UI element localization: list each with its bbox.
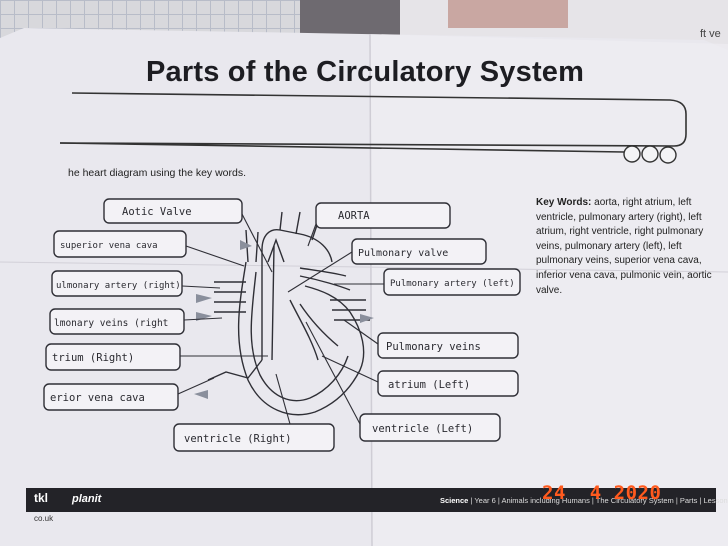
background-object (448, 0, 568, 28)
label-box-ventricle-left (359, 413, 501, 442)
instruction-text: he heart diagram using the key words. (68, 167, 247, 179)
label-atrium-left: atrium (Left) (388, 379, 470, 391)
label-box-pulmonary-veins-right (49, 308, 185, 335)
label-box-atrium-left (377, 370, 519, 397)
footer-crumb-text: | Year 6 | Animals including Humans | Th… (468, 496, 728, 505)
footer-bar (26, 488, 716, 512)
key-words-panel: Key Words: aorta, right atrium, left ven… (536, 196, 712, 298)
key-words-list: aorta, right atrium, left ventricle, pul… (536, 197, 712, 296)
heart-drawing (207, 211, 370, 416)
brand-logo-icon: tkl (34, 491, 49, 505)
pointer-lines (177, 213, 384, 425)
label-box-aortic-valve (103, 198, 243, 224)
label-pulmonary-artery-right: ulmonary artery (right) (56, 281, 181, 291)
label-superior-vena-cava: superior vena cava (60, 241, 158, 251)
label-box-ventricle-right (173, 423, 335, 452)
label-pulmonary-artery-left: Pulmonary artery (left) (390, 279, 515, 289)
label-box-pulmonary-valve (351, 238, 487, 265)
brand-name: planit (72, 493, 102, 505)
label-box-pulmonary-artery-left (383, 268, 521, 296)
label-boxes (43, 198, 521, 452)
footer-subject: Science (440, 496, 469, 505)
label-aorta: AORTA (338, 210, 370, 222)
page-title: Parts of the Circulatory System (146, 56, 585, 88)
label-box-atrium-right (45, 343, 181, 371)
label-box-superior-vena-cava (53, 230, 187, 258)
label-box-aorta (315, 202, 451, 229)
key-words-heading: Key Words: (536, 197, 592, 208)
background-corner-text: ft ve (700, 28, 721, 40)
label-atrium-right: trium (Right) (52, 352, 134, 364)
label-pulmonary-veins-left: Pulmonary veins (386, 341, 481, 353)
footer-breadcrumb: Science | Year 6 | Animals including Hum… (440, 496, 728, 505)
handwritten-labels: Aotic Valve AORTA superior vena cava Pul… (50, 206, 515, 445)
label-inferior-vena-cava: erior vena cava (50, 392, 145, 404)
label-box-inferior-vena-cava (43, 383, 179, 411)
label-pulmonary-valve: Pulmonary valve (358, 248, 448, 259)
brand-site: co.uk (34, 514, 54, 523)
label-box-pulmonary-artery-right (51, 270, 183, 297)
label-aortic-valve: Aotic Valve (122, 206, 192, 218)
label-pulmonary-veins-right: lmonary veins (right (54, 318, 168, 329)
label-ventricle-left: ventricle (Left) (372, 423, 473, 435)
label-box-pulmonary-veins-left (377, 332, 519, 359)
label-ventricle-right: ventricle (Right) (184, 433, 291, 445)
photo-date-stamp: 24 4 2020 (542, 482, 662, 504)
